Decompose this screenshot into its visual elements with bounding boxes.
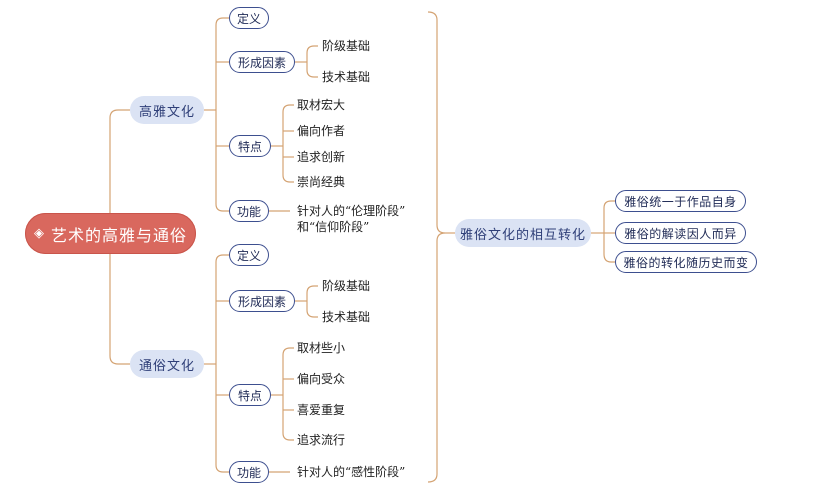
node-definition-popular[interactable]: 定义 (229, 244, 269, 266)
branch-label: 高雅文化 (138, 104, 195, 120)
branch-node-popular[interactable]: 通俗文化 (130, 350, 204, 378)
leaf-text: 崇尚经典 (297, 175, 346, 189)
transform-item-label: 雅俗统一于作品自身 (624, 194, 737, 209)
root-node[interactable]: ◈ 艺术的高雅与通俗 (25, 213, 196, 254)
node-definition-elegant[interactable]: 定义 (229, 7, 269, 29)
leaf-text: 取材些小 (297, 341, 346, 355)
node-label: 定义 (236, 11, 261, 26)
leaf-text: 和“信仰阶段” (297, 220, 370, 234)
node-function-elegant[interactable]: 功能 (229, 200, 269, 222)
leaf-text: 追求创新 (297, 150, 346, 164)
root-label: 艺术的高雅与通俗 (50, 225, 187, 245)
node-features-popular[interactable]: 特点 (229, 384, 271, 406)
leaf-text: 阶级基础 (322, 279, 371, 293)
leaf-text: 偏向作者 (297, 124, 346, 138)
leaf-text: 偏向受众 (297, 372, 346, 386)
node-label: 功能 (236, 465, 261, 480)
node-label: 特点 (237, 388, 262, 403)
leaf-text: 技术基础 (322, 310, 371, 324)
leaf-text: 喜爱重复 (297, 403, 346, 417)
node-factors-elegant[interactable]: 形成因素 (229, 51, 295, 73)
diamond-icon: ◈ (33, 226, 45, 241)
branch-node-elegant[interactable]: 高雅文化 (130, 96, 204, 124)
leaf-text: 技术基础 (322, 70, 371, 84)
node-label: 功能 (236, 204, 261, 219)
transform-item[interactable]: 雅俗的解读因人而异 (615, 222, 746, 244)
branch-label: 通俗文化 (138, 358, 195, 374)
transform-item[interactable]: 雅俗的转化随历史而变 (615, 251, 757, 273)
transform-item[interactable]: 雅俗统一于作品自身 (615, 190, 746, 212)
node-transform[interactable]: 雅俗文化的相互转化 (455, 219, 591, 247)
leaf-text: 阶级基础 (322, 39, 371, 53)
transform-label: 雅俗文化的相互转化 (459, 227, 586, 243)
node-label: 形成因素 (237, 294, 286, 309)
node-function-popular[interactable]: 功能 (229, 461, 269, 483)
node-label: 定义 (236, 248, 261, 263)
leaf-text: 针对人的“伦理阶段” (297, 204, 406, 218)
node-factors-popular[interactable]: 形成因素 (229, 290, 295, 312)
leaf-text: 取材宏大 (297, 98, 346, 112)
leaf-text: 针对人的“感性阶段” (297, 465, 406, 479)
node-label: 特点 (237, 139, 262, 154)
transform-item-label: 雅俗的转化随历史而变 (623, 255, 749, 270)
leaf-text: 追求流行 (297, 433, 346, 447)
transform-item-label: 雅俗的解读因人而异 (624, 226, 737, 241)
node-label: 形成因素 (237, 55, 286, 70)
node-features-elegant[interactable]: 特点 (229, 135, 271, 157)
